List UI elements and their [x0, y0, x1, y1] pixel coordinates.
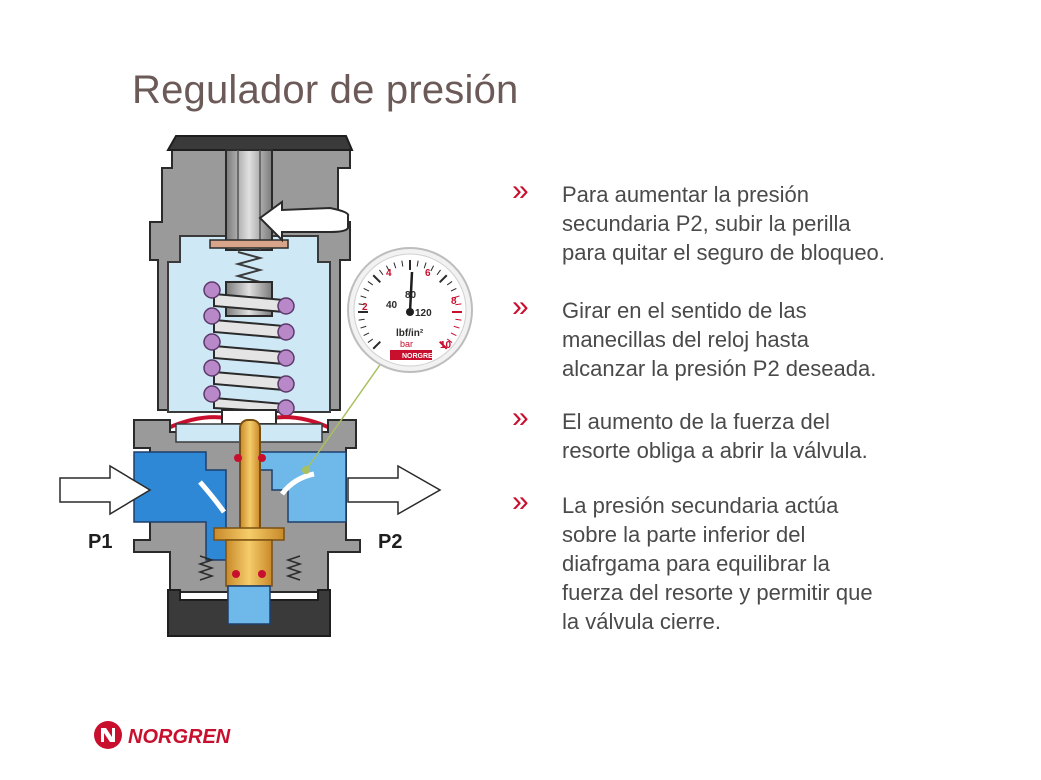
knob-top [166, 135, 354, 151]
gauge-units-bar: bar [400, 339, 413, 349]
gauge-tick-mark [446, 281, 453, 286]
drain-chamber [227, 585, 271, 625]
washer [209, 239, 289, 249]
gauge-brand: NORGREN [402, 353, 438, 360]
bullet-text: El aumento de la fuerza del resorte obli… [562, 409, 868, 463]
gauge-tick-mark [379, 269, 384, 276]
gauge-tick-mark [393, 262, 397, 269]
bullet-item-3: » El aumento de la fuerza del resorte ob… [512, 401, 982, 465]
bullet-marker: » [512, 174, 529, 207]
gauge-tick-mark [436, 269, 441, 276]
gauge-tick-120: 120 [415, 308, 432, 319]
gauge-tick-marks [358, 260, 462, 350]
bullet-text: Girar en el sentido de las manecillas de… [562, 298, 877, 381]
port-label-p1: P1 [88, 531, 112, 553]
bullet-item-1: » Para aumentar la presión secundaria P2… [512, 174, 982, 267]
bullet-item-4: » La presión secundaria actúa sobre la p… [512, 485, 982, 636]
gauge-tick-mark [372, 274, 382, 284]
gauge-tick-mark [446, 338, 453, 343]
gauge-tick-10: 10 [440, 340, 452, 351]
bullet-marker: » [512, 485, 529, 518]
gauge-tick-mark [367, 338, 374, 343]
main-spring [203, 281, 295, 417]
gauge-tick-mark [450, 332, 457, 337]
gauge-tick-mark [450, 287, 457, 292]
bullet-text: La presión secundaria actúa sobre la par… [562, 493, 873, 634]
gauge-tick-mark [367, 281, 374, 286]
flow-arrow-inlet [198, 480, 227, 514]
threaded-rod [234, 251, 264, 283]
gauge-tick-mark [360, 295, 367, 299]
rotation-arrow-icon [258, 200, 350, 243]
gauge-tick-mark [453, 295, 460, 299]
outlet-arrow-icon [347, 464, 442, 516]
flow-arrow-outlet [280, 471, 315, 496]
gauge-tick-mark [401, 260, 404, 267]
gauge-tick-6: 6 [425, 268, 431, 279]
gauge-tick-mark [423, 262, 427, 269]
gauge-tick-mark [430, 265, 435, 272]
gauge-tick-mark [385, 265, 390, 272]
gauge-tick-mark [455, 303, 462, 306]
gauge-tick-mark [363, 287, 370, 292]
gauge-tick-mark [438, 274, 448, 284]
bullet-list: » Para aumentar la presión secundaria P2… [512, 174, 982, 665]
pressure-gauge: 2 4 6 8 10 40 80 120 lbf/in² bar NORGREN [347, 247, 473, 373]
bullet-item-2: » Girar en el sentido de las manecillas … [512, 290, 982, 383]
gauge-needle [408, 271, 414, 313]
gauge-tick-mark [358, 303, 365, 306]
gauge-tick-40: 40 [386, 300, 398, 311]
gauge-units-psi: lbf/in² [396, 328, 424, 339]
gauge-tick-mark [363, 332, 370, 337]
gauge-tick-mark [372, 340, 382, 350]
gauge-tick-mark [453, 325, 460, 329]
gauge-tick-mark [438, 340, 448, 350]
norgren-mark-icon [101, 728, 115, 742]
regulator-body [133, 135, 361, 637]
bullet-marker: » [512, 290, 529, 323]
gauge-tick-4: 4 [386, 268, 392, 279]
bullet-text: Para aumentar la presión secundaria P2, … [562, 182, 885, 265]
gauge-tick-2: 2 [362, 302, 368, 313]
gauge-tick-mark [358, 318, 365, 321]
gauge-tick-mark [416, 260, 419, 267]
footer-brand: NORGREN [128, 726, 231, 748]
gauge-tick-8: 8 [451, 296, 457, 307]
gauge-tick-mark [455, 318, 462, 321]
norgren-logo: NORGREN [94, 721, 231, 749]
port-label-p2: P2 [378, 531, 402, 553]
gauge-connector [305, 361, 383, 471]
gauge-tick-mark [360, 325, 367, 329]
inlet-arrow-icon [59, 464, 152, 516]
slide-title: Regulador de presión [132, 68, 519, 112]
adjusting-screw [225, 149, 273, 251]
valve-assembly [197, 527, 303, 587]
bullet-marker: » [512, 401, 529, 434]
